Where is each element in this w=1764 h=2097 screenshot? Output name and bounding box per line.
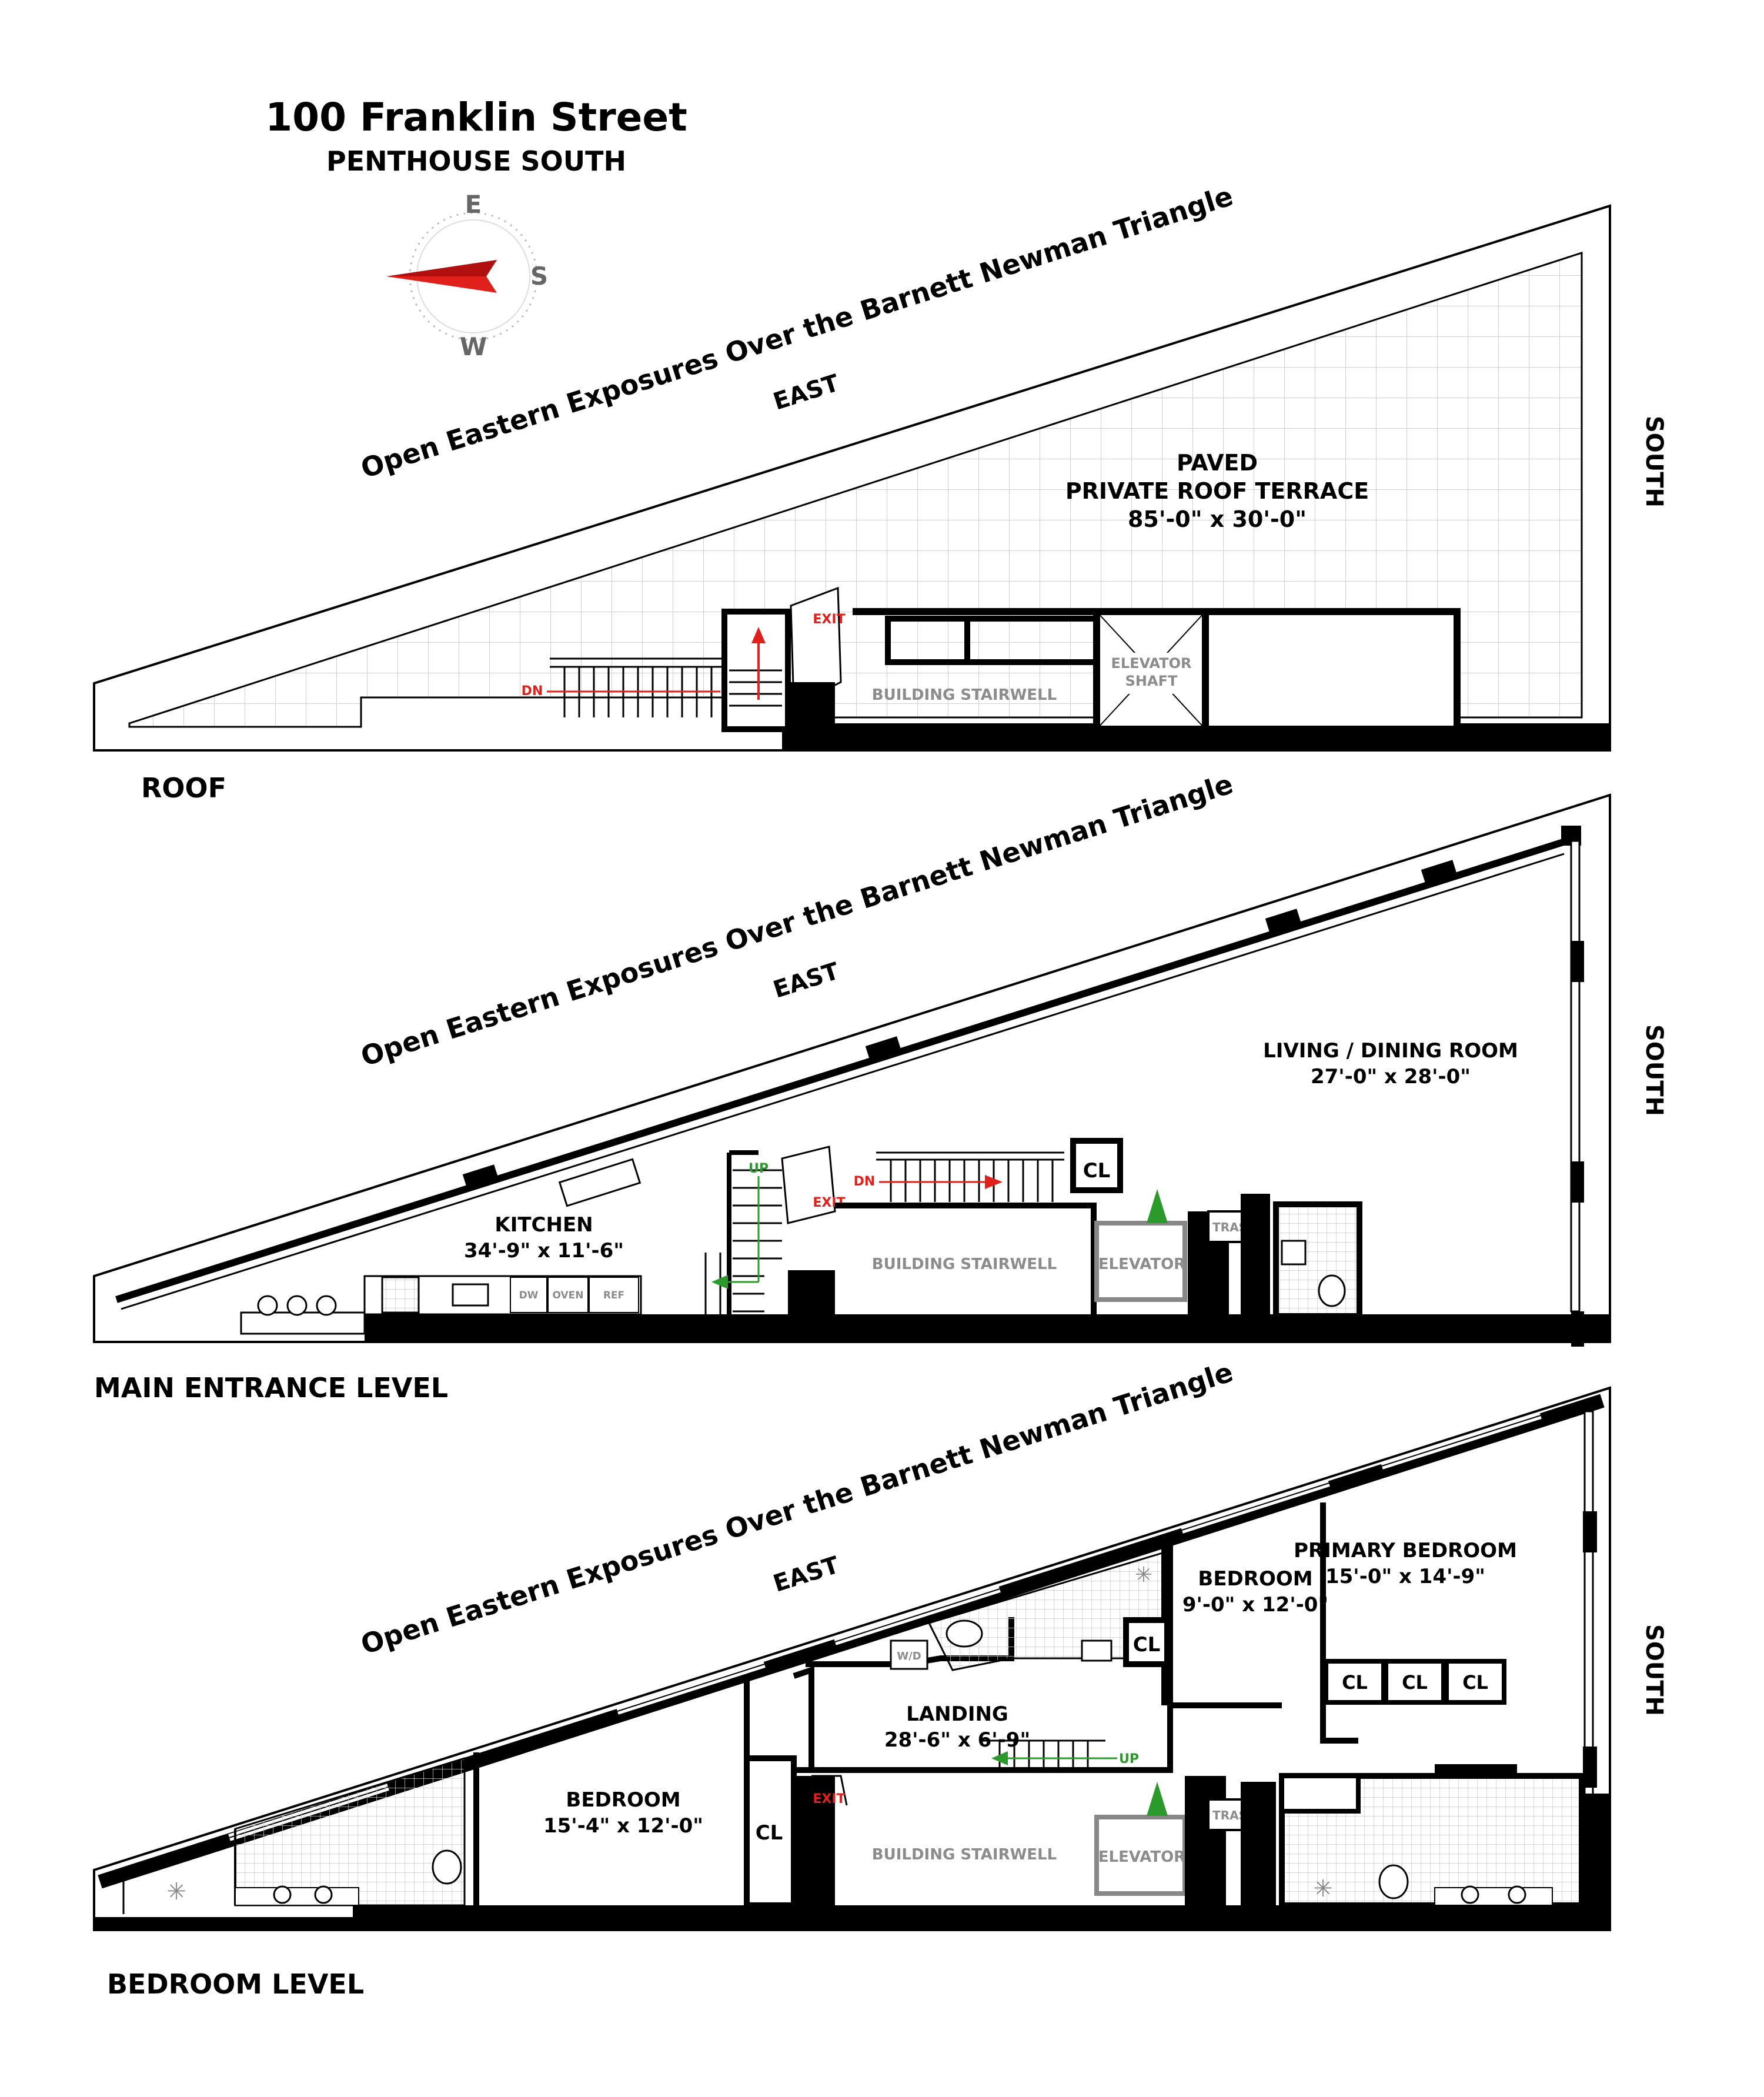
roof-south-label: SOUTH — [1641, 416, 1668, 507]
small-bedroom-name: BEDROOM — [1198, 1567, 1312, 1591]
primary-closet-3-label: CL — [1462, 1671, 1488, 1694]
bath-shower-icon: ✳ — [166, 1878, 186, 1905]
bedroom-west-bath — [234, 1757, 466, 1906]
compass-e-label: E — [465, 190, 482, 219]
main-closet-label: CL — [1083, 1159, 1111, 1183]
main-stairwell-stairs — [876, 1151, 1064, 1202]
primary-bath-sink-icon-2 — [1508, 1885, 1526, 1904]
roof-elevator-label: ELEVATOR — [1111, 655, 1192, 672]
roof-exit-arrow — [751, 627, 766, 643]
landing-up-arrow — [991, 1751, 1008, 1765]
small-bedroom-dims: 9'-0" x 12'-0" — [1182, 1593, 1328, 1617]
bedroom-level-plan: ✳ CL UP W/D ✳ CL — [93, 1356, 1668, 2000]
bedroom-stairwell-label: BUILDING STAIRWELL — [872, 1846, 1057, 1864]
roof-mechanical-room — [1202, 608, 1461, 733]
main-exit-door — [781, 1146, 836, 1224]
main-south-label: SOUTH — [1641, 1024, 1668, 1116]
roof-east-label: EAST — [770, 369, 843, 415]
main-stairwell-walls — [835, 1203, 1097, 1317]
bedroom-small-closet-label: CL — [1133, 1633, 1161, 1657]
main-stairwell-label: BUILDING STAIRWELL — [872, 1255, 1057, 1273]
primary-closet-1-label: CL — [1342, 1671, 1368, 1694]
sink-icon — [452, 1283, 489, 1307]
primary-closet-2-label: CL — [1402, 1671, 1428, 1694]
large-bedroom-dims: 15'-4" x 12'-0" — [543, 1814, 703, 1838]
main-closet — [1070, 1138, 1123, 1193]
bedroom-south-label: SOUTH — [1641, 1624, 1668, 1716]
main-elevator — [1094, 1221, 1187, 1302]
roof-exit-door — [790, 586, 842, 707]
roof-dn-label: DN — [522, 684, 543, 699]
landing-stair-up — [982, 1739, 1105, 1770]
main-up-arrow — [711, 1275, 728, 1289]
compass-w-label: W — [460, 332, 487, 361]
roof-stairwell-label: BUILDING STAIRWELL — [872, 686, 1057, 704]
large-bedroom-name: BEDROOM — [566, 1788, 680, 1812]
middle-bath-toilet-icon — [946, 1620, 983, 1648]
primary-shower-icon: ✳ — [1313, 1875, 1333, 1902]
page-subtitle: PENTHOUSE SOUTH — [326, 145, 626, 177]
main-dn-label: DN — [854, 1174, 876, 1189]
roof-level-label: ROOF — [141, 772, 226, 804]
bedroom-large-closet-label: CL — [756, 1821, 783, 1845]
roof-shaft-label: SHAFT — [1125, 673, 1178, 689]
living-room-name: LIVING / DINING ROOM — [1263, 1039, 1518, 1063]
main-east-label: EAST — [770, 957, 843, 1003]
main-elevator-arrow — [1147, 1189, 1168, 1223]
washer-dryer — [890, 1639, 928, 1670]
kitchen-dims: 34'-9" x 11'-6" — [464, 1239, 624, 1263]
main-dn-arrow — [985, 1175, 1003, 1189]
bedroom-east-label: EAST — [770, 1551, 843, 1597]
middle-bath-sink-icon — [1081, 1639, 1112, 1662]
living-room-dims: 27'-0" x 28'-0" — [1311, 1065, 1471, 1088]
bedroom-exit-door — [811, 1775, 848, 1806]
main-south-window-wall — [1570, 840, 1581, 1313]
bedroom-elevator-label: ELEVATOR — [1098, 1848, 1185, 1866]
landing-dims: 28'-6" x 6'-9" — [884, 1728, 1030, 1752]
main-west-wall — [365, 1314, 1610, 1342]
refrigerator-label: REF — [603, 1290, 624, 1301]
kitchen-island — [558, 1158, 642, 1207]
kitchen-name: KITCHEN — [495, 1213, 593, 1237]
roof-terrace-dims: 85'-0" x 30'-0" — [1128, 506, 1307, 532]
primary-bedroom-dims: 15'-0" x 14'-9" — [1325, 1565, 1485, 1588]
roof-terrace-line1: PAVED — [1177, 450, 1258, 476]
bedroom-elevator-arrow — [1147, 1782, 1168, 1816]
range-icon — [381, 1276, 420, 1314]
main-level-plan: DW OVEN REF UP EXIT — [93, 768, 1668, 1404]
main-up-label: UP — [749, 1161, 769, 1176]
bedroom-west-wall — [353, 1905, 1610, 1930]
landing-up-label: UP — [1119, 1752, 1139, 1767]
main-east-window-wall — [115, 837, 1568, 1303]
main-stair-walls — [727, 1150, 759, 1341]
middle-bath-shower-icon: ✳ — [1135, 1563, 1152, 1587]
powder-toilet-icon — [1318, 1274, 1346, 1307]
primary-bath-sink-icon-1 — [1461, 1885, 1479, 1904]
page-title: 100 Franklin Street — [265, 95, 687, 140]
bath-toilet-icon — [432, 1849, 462, 1885]
oven-label: OVEN — [553, 1290, 584, 1301]
compass-s-label: S — [530, 262, 548, 290]
primary-bedroom-name: PRIMARY BEDROOM — [1294, 1539, 1517, 1562]
powder-sink-icon — [1281, 1240, 1307, 1265]
primary-closets — [1324, 1659, 1506, 1705]
compass-icon: E S W — [386, 190, 548, 361]
kitchen-counter — [240, 1311, 366, 1335]
bath-sink-icon-2 — [314, 1885, 333, 1904]
bedroom-elevator — [1094, 1815, 1187, 1896]
roof-terrace-line2: PRIVATE ROOF TERRACE — [1065, 478, 1369, 504]
washer-dryer-label: W/D — [897, 1650, 921, 1662]
roof-plan: DN EXIT BUILDING STAIRWELL ELEVATOR SHAF… — [93, 180, 1668, 804]
roof-exit-label: EXIT — [813, 612, 845, 627]
primary-bath-toilet-icon — [1378, 1864, 1409, 1899]
kitchen-stools — [257, 1295, 337, 1316]
bedroom-level-label: BEDROOM LEVEL — [107, 1968, 364, 2000]
bedroom-exit-label: EXIT — [813, 1792, 845, 1807]
landing-name: LANDING — [906, 1702, 1008, 1726]
main-level-label: MAIN ENTRANCE LEVEL — [94, 1372, 448, 1404]
bath-sink-icon-1 — [273, 1885, 292, 1904]
dishwasher-label: DW — [519, 1290, 539, 1301]
main-elevator-label: ELEVATOR — [1098, 1255, 1185, 1273]
